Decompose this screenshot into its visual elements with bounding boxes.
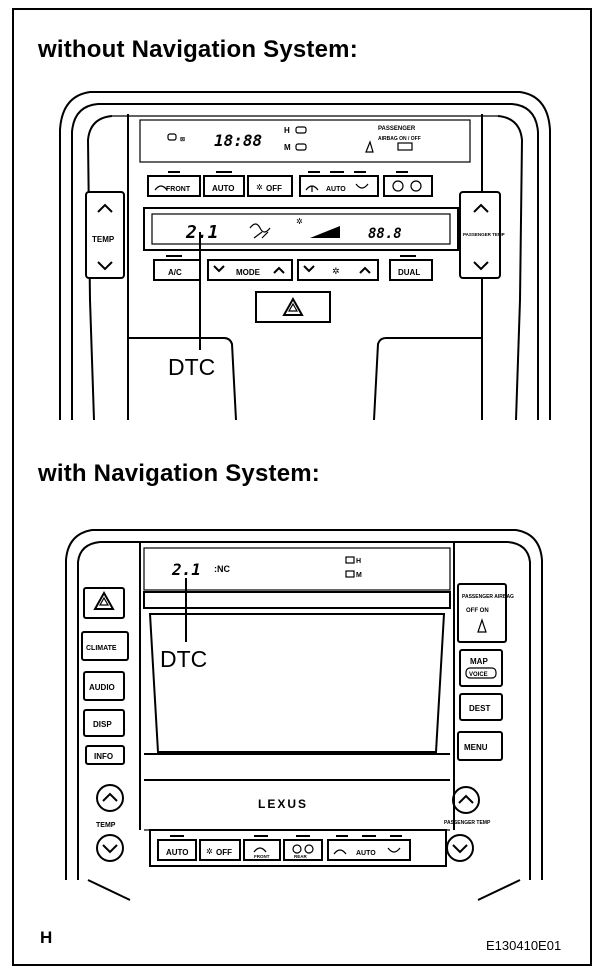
- rear-defog-icon: [392, 180, 404, 192]
- ac-button-label: A/C: [168, 268, 182, 277]
- fan-up-icon: [359, 266, 371, 274]
- svg-text:✲: ✲: [296, 217, 303, 226]
- nav-front-label: FRONT: [254, 854, 270, 859]
- nav-front-defog-icon: [253, 847, 267, 853]
- nav-passenger-temp-up-icon: [458, 794, 474, 804]
- nav-temp-down-icon: [102, 844, 118, 854]
- passenger-temp-down-icon: [473, 261, 489, 271]
- audio-button-label: AUDIO: [89, 683, 115, 692]
- nav-temp-label: TEMP: [96, 822, 116, 829]
- status-m-label: M: [284, 143, 291, 152]
- voice-label: VOICE: [469, 672, 488, 678]
- fan-off-label: OFF: [266, 184, 282, 193]
- passenger-title: PASSENGER: [378, 126, 416, 132]
- clock-display: 18:88: [214, 131, 262, 150]
- heading-without-navigation: without Navigation System:: [38, 36, 358, 63]
- map-button-label: MAP: [470, 657, 488, 666]
- temp-label-left: TEMP: [92, 235, 115, 244]
- auto-button-label: AUTO: [212, 184, 235, 193]
- dtc-callout-bottom: DTC: [160, 646, 208, 672]
- navigation-screen: [148, 613, 446, 753]
- figure-frame: [12, 8, 592, 966]
- dtc-display-top: 2.1: [185, 222, 219, 243]
- dest-button-label: DEST: [469, 704, 490, 713]
- auto-recirc-label: AUTO: [326, 186, 346, 193]
- svg-text:✲: ✲: [206, 847, 213, 856]
- fan-down-icon: [303, 265, 315, 273]
- nav-fan-off-label: OFF: [216, 848, 232, 857]
- airbag-on-off-label: AIRBAG ON / OFF: [378, 136, 421, 142]
- front-defog-label: FRONT: [166, 186, 191, 193]
- climate-panel-without-navigation: ⊠ 18:88 H M PASSENGER AIRBAG ON / OFF FR…: [59, 91, 551, 421]
- svg-text:✲: ✲: [332, 266, 340, 276]
- nav-recirculate-icon: [333, 849, 347, 855]
- climate-panel-with-navigation: 2.1 :NC H M LEXUS CLIMATE AUDIO DISP INF…: [65, 529, 543, 901]
- nav-fresh-air-icon: [387, 847, 401, 853]
- nav-passenger-temp-label: PASSENGER TEMP: [444, 820, 491, 826]
- seat-icon: [365, 140, 374, 153]
- mode-label: MODE: [236, 268, 261, 277]
- svg-text:✲: ✲: [256, 183, 263, 192]
- temp-down-icon: [97, 261, 113, 271]
- status-h-label: H: [284, 126, 290, 135]
- fresh-air-icon: [355, 183, 369, 189]
- airflow-icon: [249, 223, 271, 233]
- passenger-temp-up-icon: [473, 203, 489, 213]
- mirror-heater-icon: [410, 180, 422, 192]
- dtc-display-bottom: 2.1: [171, 560, 201, 579]
- nav-temp-up-icon: [102, 792, 118, 802]
- temp-display-right: 88.8: [368, 226, 402, 242]
- airbag-off-on-label: OFF ON: [466, 608, 489, 614]
- dtc-callout-top: DTC: [168, 354, 216, 380]
- nav-status-h: H: [356, 558, 361, 565]
- recirculate-icon: [305, 185, 319, 192]
- disp-button-label: DISP: [93, 720, 112, 729]
- passenger-temp-title: PASSENGER TEMP: [463, 232, 505, 237]
- nav-auto-recirc-label: AUTO: [356, 850, 376, 857]
- figure-id: E130410E01: [486, 938, 562, 953]
- hazard-icon: [282, 296, 304, 316]
- mode-up-icon: [273, 266, 285, 274]
- top-button-row-1: FRONT AUTO ✲ OFF AUTO: [147, 171, 433, 197]
- dual-button-label: DUAL: [398, 268, 420, 277]
- nav-hazard-icon: [93, 590, 115, 610]
- climate-button-label: CLIMATE: [86, 645, 117, 652]
- info-button-label: INFO: [94, 752, 113, 761]
- nav-auto-label: AUTO: [166, 848, 189, 857]
- nav-passenger-temp-down-icon: [452, 844, 468, 854]
- heading-with-navigation: with Navigation System:: [38, 460, 320, 487]
- mode-down-icon: [213, 265, 225, 273]
- passenger-airbag-label: PASSENGER AIRBAG: [462, 594, 514, 600]
- nav-climate-button-row: AUTO ✲ OFF FRONT REAR AUTO: [157, 835, 411, 861]
- menu-button-label: MENU: [464, 743, 488, 752]
- top-button-row-2: A/C MODE ✲ DUAL: [153, 255, 433, 281]
- front-defog-icon: [154, 185, 168, 191]
- brand-logo: LEXUS: [258, 797, 308, 811]
- temp-up-icon: [97, 203, 113, 213]
- svg-text:⊠: ⊠: [180, 137, 185, 143]
- passenger-seat-icon: [477, 618, 487, 633]
- nav-rear-label: REAR: [294, 854, 308, 859]
- corner-mark: H: [40, 928, 53, 947]
- nav-status-m: M: [356, 572, 362, 579]
- nav-rear-defog-icon: [292, 844, 302, 854]
- nc-label: :NC: [214, 564, 230, 574]
- fan-level-bar: [310, 226, 340, 238]
